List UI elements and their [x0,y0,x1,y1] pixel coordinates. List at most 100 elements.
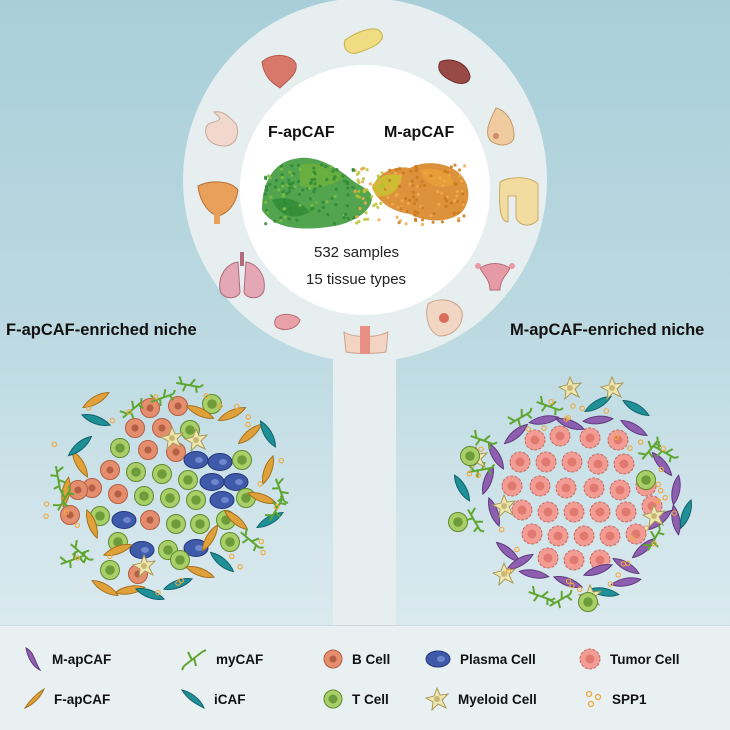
umap-dot [266,210,270,215]
m-apcaf [518,569,550,579]
legend-item-plasma-cell: Plasma Cell [424,646,536,672]
umap-dot [288,186,292,190]
umap-dot [397,184,401,188]
spp1-particle [627,445,633,451]
umap-dot [351,167,355,172]
t-cell-nucleus [113,537,123,547]
f-apcaf [201,524,219,552]
tumor-cell-nucleus [569,507,579,517]
umap-dot [397,180,401,184]
spp1-particle [152,394,159,400]
icaf [162,578,194,590]
umap-dot [442,179,446,183]
tumor-cell-nucleus [527,529,537,539]
spp1-particle [662,494,669,501]
m-apcaf [612,557,640,575]
umap-dot [449,165,453,169]
umap-dot [280,176,284,180]
umap-dot [416,193,420,197]
myeloid-nucleus [567,385,573,391]
f-apcaf [86,508,98,540]
umap-dot [398,167,402,171]
spp1-particle [658,466,664,473]
umap-dot [325,200,329,204]
umap-dot [460,179,464,183]
plasma-cell-nucleus [221,497,229,503]
umap-dot [415,198,419,202]
legend-label: F-apCAF [54,691,111,707]
umap-dot [361,177,365,181]
m-apcaf [487,442,505,470]
umap-dot [364,211,368,215]
cervix-icon [426,299,463,337]
umap-dot [421,206,425,210]
spp1-particle [466,471,473,477]
f-apcaf-niche-cells [43,376,289,600]
spp1-particle [577,586,583,593]
spp1-particle [629,535,635,541]
umap-dot [453,199,457,203]
umap-dot [269,195,273,199]
umap-dot [292,172,296,176]
m-apcaf [582,564,614,576]
umap-dot [379,183,383,187]
umap-dot [268,176,272,180]
tumor-cell-nucleus [555,431,565,441]
tumor-cell-nucleus [619,459,629,469]
legend-item-mycaf: myCAF [180,646,263,672]
umap-dot [290,212,294,216]
umap-dot [363,201,367,205]
umap-dot [281,190,285,194]
umap-dot [380,171,384,175]
b-cell-nucleus [66,511,74,519]
umap-dot [281,193,286,197]
t-cell-nucleus [183,475,193,485]
tumor-cell-nucleus [593,459,603,469]
umap-dot [283,215,287,219]
umap-dot [372,204,376,208]
umap-dot [313,172,317,176]
mycaf [547,589,573,609]
intestine-icon [274,313,301,331]
spp1-particle [126,409,132,415]
t-cell-nucleus [185,425,195,435]
breast-icon [487,107,515,146]
spp1-particle [565,578,572,584]
b-cell-nucleus [174,402,182,410]
umap-dot [436,189,440,194]
b-cell-nucleus [146,516,154,524]
plasma-cell-nucleus [195,545,203,551]
spp1-particle [43,513,49,519]
myeloid-nucleus [193,437,199,443]
umap-dot [416,211,420,215]
myeloid-nucleus [501,503,507,509]
legend-label: T Cell [352,691,389,707]
tissue-count: 15 tissue types [306,271,407,288]
t-cell-nucleus [195,519,205,529]
umap-dot [431,220,435,224]
tumor-cell-nucleus [605,531,615,541]
umap-dot [356,178,360,182]
umap-dot [452,211,456,215]
umap-dot [420,180,424,184]
f-apcaf [102,544,134,556]
legend-item-f-apcaf: F-apCAF [22,686,110,712]
uterus-icon [475,263,515,291]
legend: M-apCAF F-apCAF myCAF iCAF B Cell T Cell… [0,625,730,730]
m-apcaf [651,451,673,477]
spp1-particle [570,403,576,409]
umap-dot [287,178,291,182]
umap-dot [293,185,297,189]
umap-dot [394,171,398,175]
umap-dot [346,193,350,197]
umap-dot [404,222,408,226]
legend-label: B Cell [352,651,391,667]
umap-dot [314,200,318,204]
umap-dot [282,201,286,205]
umap-dot [310,178,314,182]
t-cell-nucleus [163,545,173,555]
umap-dot [296,163,300,167]
spp1-particle [525,426,532,432]
umap-dot [320,163,324,167]
sample-count: 532 samples [314,244,400,261]
